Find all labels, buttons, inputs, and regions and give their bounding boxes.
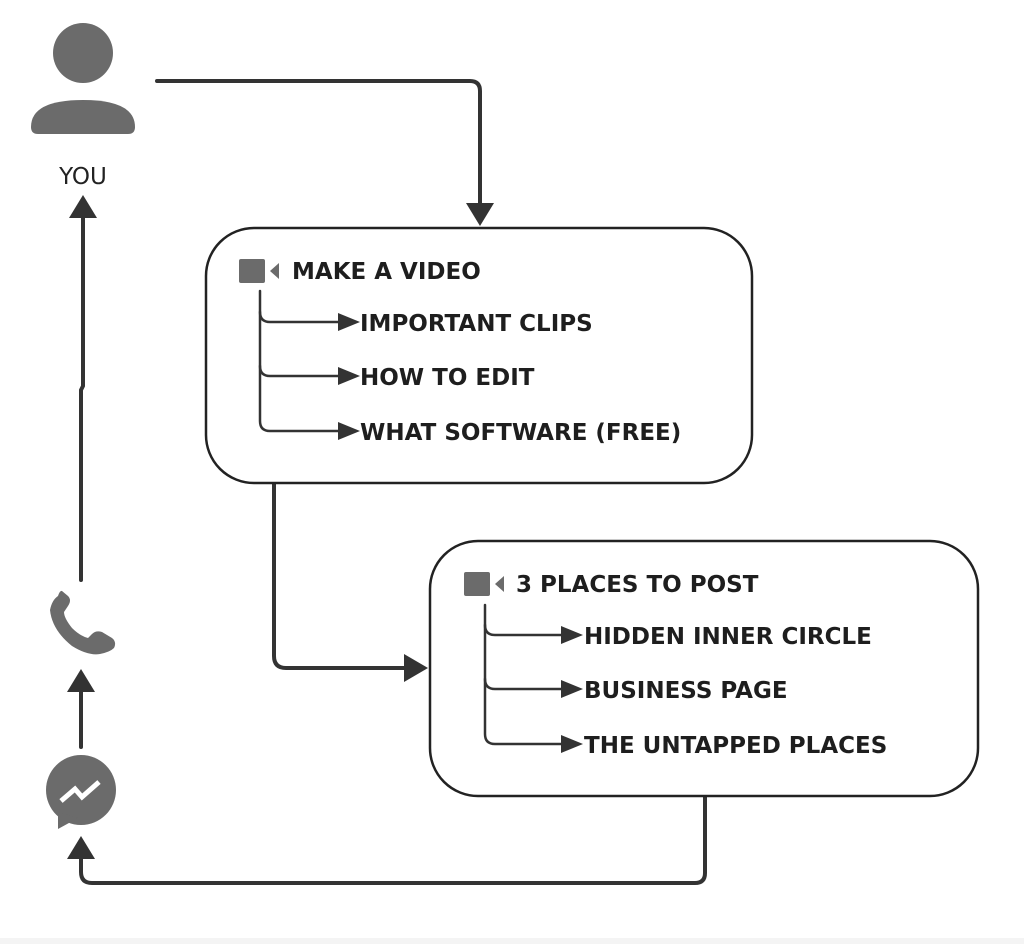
messenger-icon [46, 755, 116, 829]
box-frame [204, 226, 754, 485]
list-item: BUSINESS PAGE [584, 678, 788, 704]
person-icon [31, 23, 135, 134]
box-make-a-video[interactable]: MAKE A VIDEO IMPORTANT CLIPS HOW TO EDIT… [204, 226, 754, 485]
connector-places-to-messenger [67, 794, 707, 885]
box-title: 3 PLACES TO POST [516, 572, 759, 598]
box-frame [428, 539, 980, 798]
connector-messenger-to-phone [67, 669, 95, 749]
branch-lines [258, 289, 360, 440]
node-phone[interactable] [50, 590, 116, 655]
connector-phone-to-you [69, 195, 97, 582]
connector-make-video-to-places [272, 482, 428, 682]
list-item: THE UNTAPPED PLACES [584, 733, 887, 759]
connector-you-to-make-video [155, 79, 494, 226]
node-you[interactable]: YOU [31, 23, 135, 190]
branch-lines [483, 603, 583, 753]
phone-icon [50, 590, 116, 655]
node-messenger[interactable] [46, 755, 116, 829]
video-camera-icon [464, 572, 504, 596]
you-label: YOU [58, 164, 107, 190]
video-camera-icon [239, 259, 279, 283]
list-item: HOW TO EDIT [360, 365, 535, 391]
list-item: WHAT SOFTWARE (FREE) [360, 420, 681, 446]
box-title: MAKE A VIDEO [292, 259, 481, 285]
list-item: HIDDEN INNER CIRCLE [584, 624, 872, 650]
list-item: IMPORTANT CLIPS [360, 311, 593, 337]
bottom-edge [0, 938, 1024, 944]
box-3-places-to-post[interactable]: 3 PLACES TO POST HIDDEN INNER CIRCLE BUS… [428, 539, 980, 798]
